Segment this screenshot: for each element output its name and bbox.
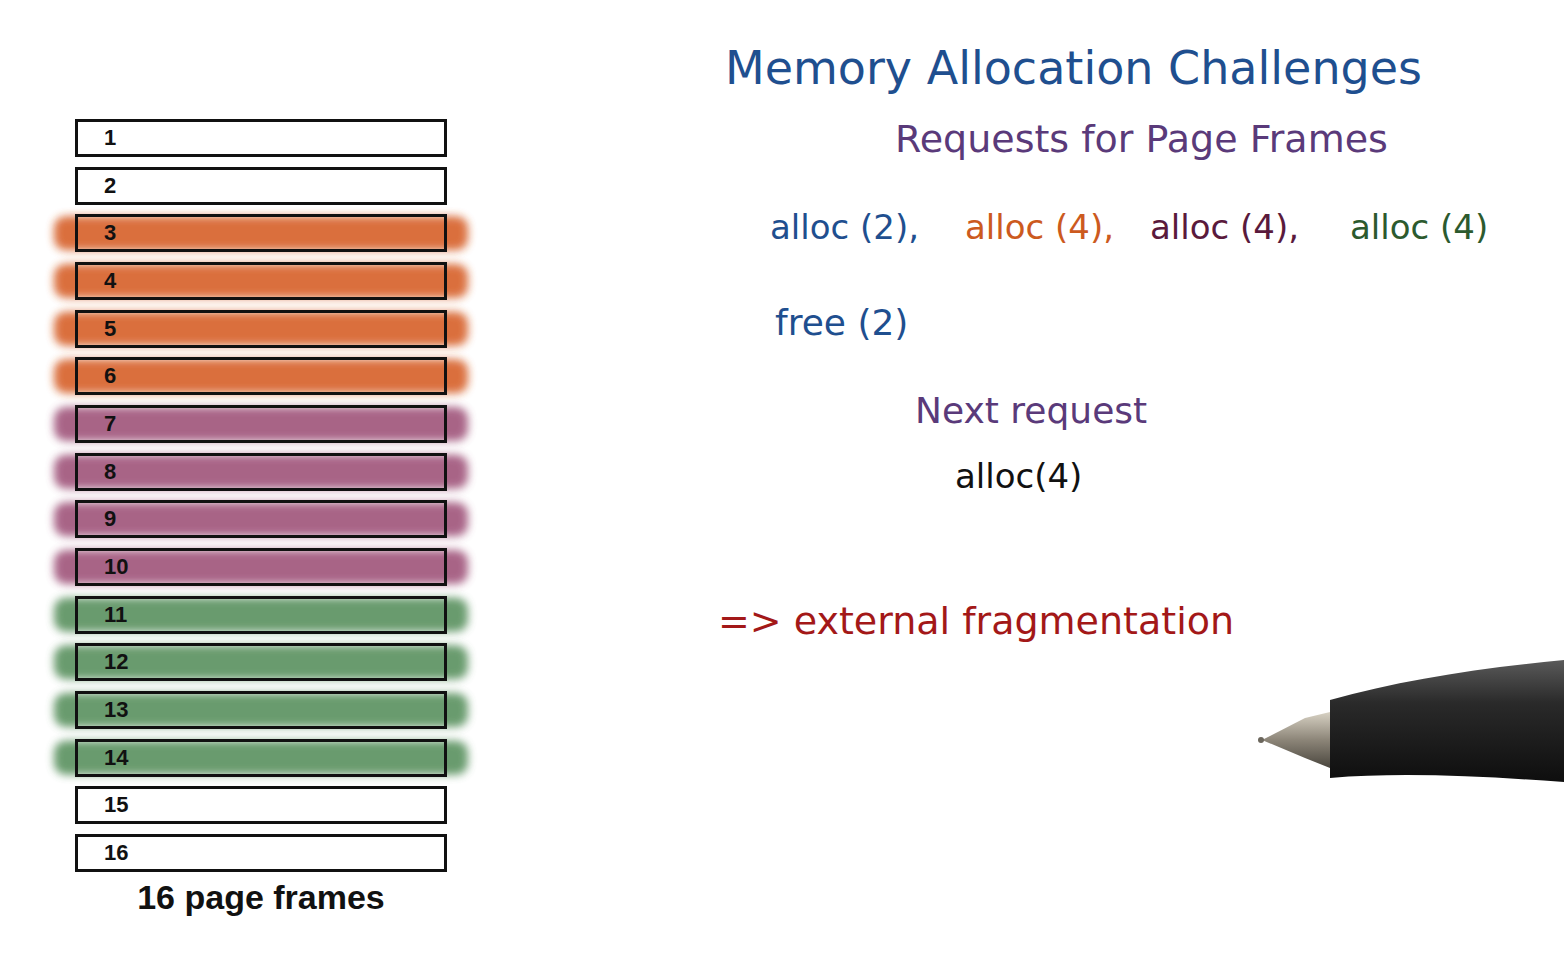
note-text: alloc (4) (1350, 208, 1488, 247)
note-text: alloc (4), (965, 208, 1114, 247)
allocation-highlight (54, 693, 468, 727)
frame-number: 12 (104, 651, 128, 673)
page-frame: 14 (75, 739, 447, 777)
frame-number: 5 (104, 318, 116, 340)
page-frame: 12 (75, 643, 447, 681)
page-frame: 4 (75, 262, 447, 300)
note-text: alloc(4) (955, 457, 1082, 496)
page-frame: 15 (75, 786, 447, 824)
allocation-highlight (54, 502, 468, 536)
allocation-highlight (54, 359, 468, 393)
note-text: free (2) (775, 302, 908, 343)
page-frame: 1 (75, 119, 447, 157)
note-text: alloc (2), (770, 208, 919, 247)
page-frame: 16 (75, 834, 447, 872)
note-text: => external fragmentation (718, 600, 1234, 644)
frame-number: 16 (104, 842, 128, 864)
page-frame: 3 (75, 214, 447, 252)
note-text: Requests for Page Frames (895, 118, 1388, 162)
frame-number: 9 (104, 508, 116, 530)
pen-tip (1262, 712, 1330, 768)
allocation-highlight (54, 455, 468, 489)
frame-number: 2 (104, 175, 116, 197)
frame-number: 8 (104, 461, 116, 483)
allocation-highlights (54, 216, 468, 774)
page-frame: 8 (75, 453, 447, 491)
frame-number: 7 (104, 413, 116, 435)
allocation-highlight (54, 264, 468, 298)
pen-point (1258, 737, 1264, 743)
allocation-highlight (54, 550, 468, 584)
frame-number: 6 (104, 365, 116, 387)
frame-number: 15 (104, 794, 128, 816)
allocation-highlight (54, 645, 468, 679)
allocation-highlight (54, 216, 468, 250)
page-frame: 10 (75, 548, 447, 586)
allocation-highlight (54, 407, 468, 441)
note-text: alloc (4), (1150, 208, 1299, 247)
page-frame: 13 (75, 691, 447, 729)
page-frame: 11 (75, 596, 447, 634)
note-text: Next request (915, 390, 1147, 431)
allocation-highlight (54, 741, 468, 775)
pen-drawing (1258, 660, 1564, 782)
page-frame: 7 (75, 405, 447, 443)
page-frame: 5 (75, 310, 447, 348)
frame-number: 11 (104, 604, 127, 626)
allocation-highlight (54, 312, 468, 346)
frame-number: 4 (104, 270, 116, 292)
page-frame: 6 (75, 357, 447, 395)
frame-number: 13 (104, 699, 128, 721)
page-frame: 9 (75, 500, 447, 538)
page-frame: 2 (75, 167, 447, 205)
frame-number: 1 (104, 127, 116, 149)
allocation-highlight (54, 598, 468, 632)
title: Memory Allocation Challenges (725, 42, 1422, 95)
caption: 16 page frames (137, 878, 385, 917)
frame-number: 10 (104, 556, 128, 578)
frame-number: 3 (104, 222, 116, 244)
pen-body (1330, 660, 1564, 782)
frame-number: 14 (104, 747, 128, 769)
